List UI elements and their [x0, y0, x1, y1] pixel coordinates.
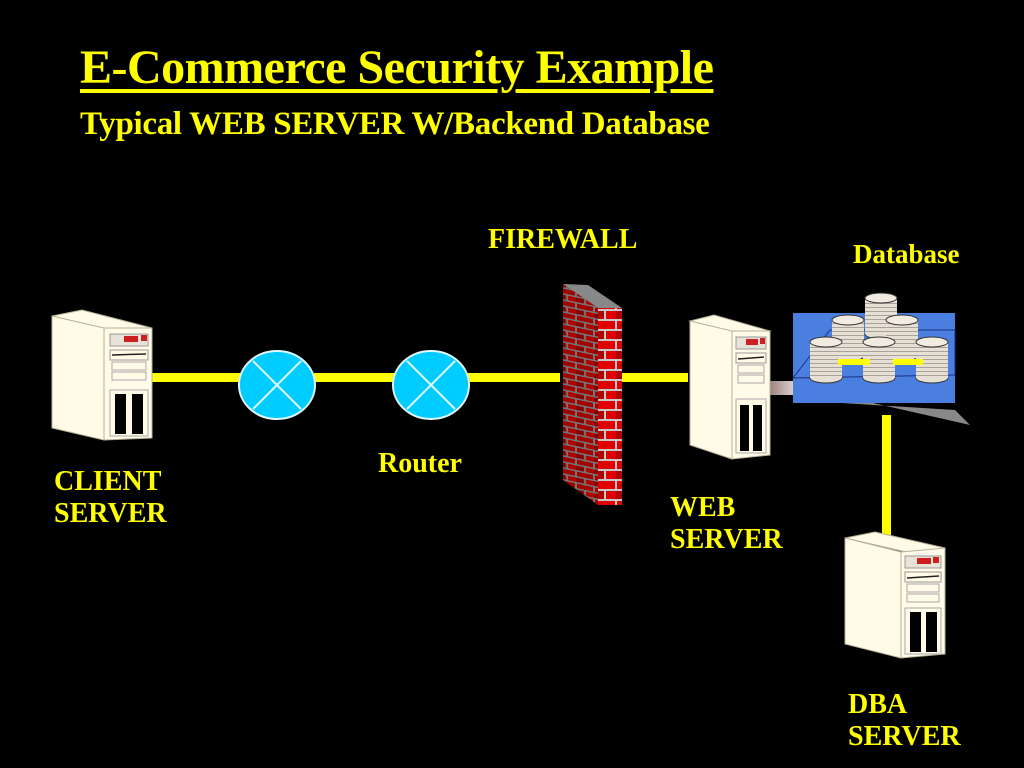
dba-server-label-line2: SERVER: [848, 721, 961, 752]
database-cylinders: [809, 292, 949, 384]
link-firewall-webserver: [620, 373, 688, 382]
router-label: Router: [378, 448, 462, 479]
dba-server-label: DBA SERVER: [848, 689, 961, 753]
slide-subtitle: Typical WEB SERVER W/Backend Database: [80, 106, 710, 142]
web-server-label-line1: WEB: [670, 492, 736, 523]
dba-server-icon[interactable]: [844, 531, 946, 659]
database-icon[interactable]: [791, 292, 970, 425]
client-server-label: CLIENT SERVER: [54, 466, 167, 530]
web-server-icon[interactable]: [688, 314, 772, 460]
dba-server-label-line1: DBA: [848, 689, 908, 720]
router-2-icon[interactable]: [392, 350, 470, 420]
router-1-icon[interactable]: [238, 350, 316, 420]
client-server-label-line1: CLIENT: [54, 466, 162, 497]
link-client-router1: [152, 373, 242, 382]
web-server-label-line2: SERVER: [670, 524, 783, 555]
slide-title: E-Commerce Security Example: [80, 41, 714, 94]
link-router1-router2: [312, 373, 396, 382]
client-server-icon[interactable]: [51, 309, 153, 441]
firewall-icon[interactable]: [563, 284, 622, 505]
firewall-label: FIREWALL: [488, 224, 638, 255]
link-router2-firewall: [466, 373, 560, 382]
link-database-dbaserver: [882, 415, 891, 545]
web-server-label: WEB SERVER: [670, 492, 783, 556]
database-cylinder: [809, 336, 843, 384]
client-server-label-line2: SERVER: [54, 498, 167, 529]
database-label: Database: [853, 239, 960, 269]
